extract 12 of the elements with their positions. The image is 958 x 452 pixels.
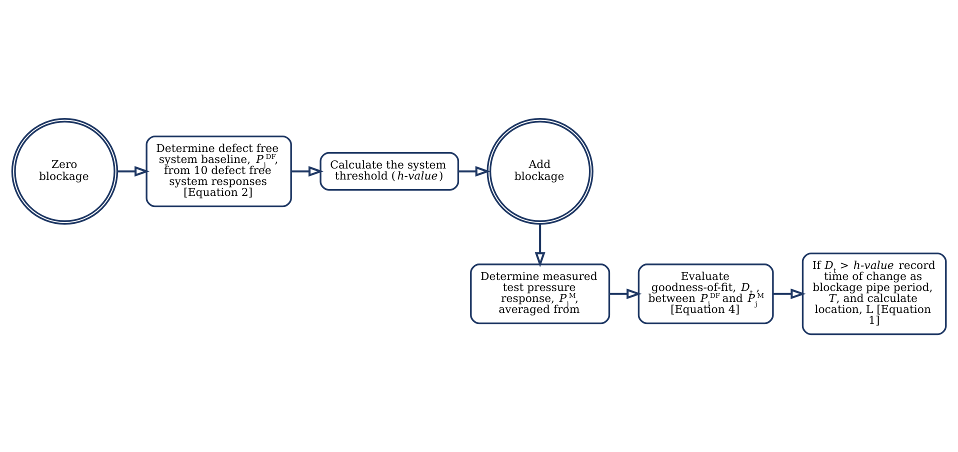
node-box: Calculate the system threshold (h-value) [320,152,460,190]
node-circle: Add blockage [486,118,594,224]
node-box: Determine defect free system baseline, P$_{j}$$^{DF}$, from 10 defect free system responses [Equation 2] [146,135,292,207]
arrow [609,288,642,299]
arrow [772,288,806,299]
node-box: If D$_{t}$ > h-value record time of change as blockage pipe period, T, and calculate location, L [Equation 1] [802,252,947,335]
node-circle: Zero blockage [11,118,118,224]
arrow [534,224,546,267]
node-box: Determine measured test pressure response, P$_{j}$$^{M}$, averaged from [470,263,610,324]
arrow [458,166,490,176]
arrow [291,166,324,176]
arrow [117,166,150,176]
